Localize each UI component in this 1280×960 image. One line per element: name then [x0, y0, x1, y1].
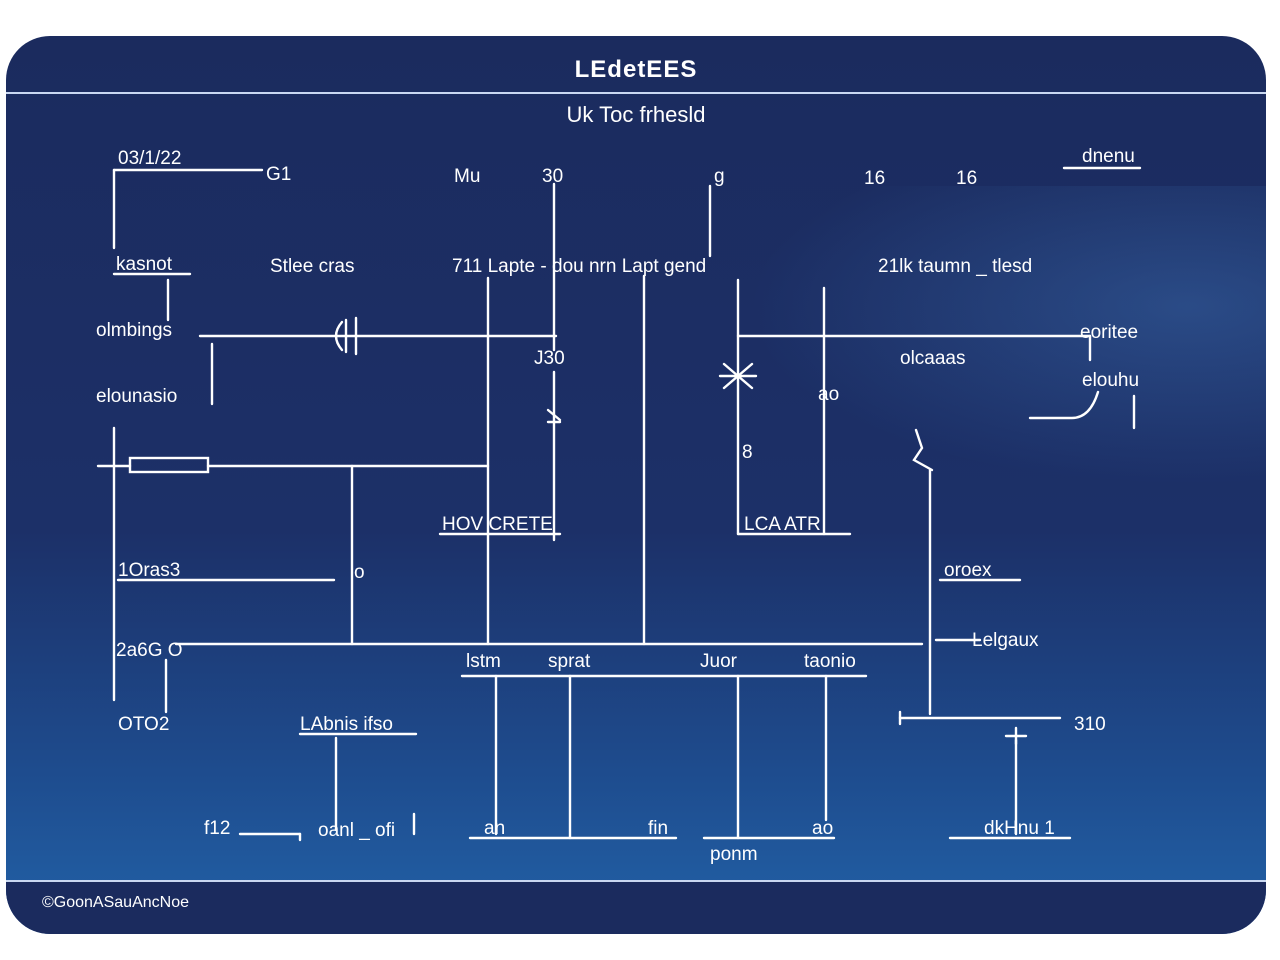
diagram-panel: LEdetEES Uk Toc frhesld ©GoonASauAncNoe: [6, 36, 1266, 934]
label-abnis: LAbnis ifso: [300, 714, 393, 735]
wire-group: [96, 166, 1142, 842]
label-dkhmu: dkHnu 1: [984, 818, 1055, 839]
label-f12: f12: [204, 818, 230, 839]
footer-divider: [6, 880, 1266, 882]
label-sprat: sprat: [548, 651, 591, 672]
label-lca: LCA ATR: [744, 514, 821, 535]
label-olcaaas: olcaaas: [900, 348, 966, 369]
label-eoritee: eoritee: [1080, 322, 1138, 343]
label-8: 8: [742, 442, 753, 463]
label-21lk: 21lk taumn _ tlesd: [878, 256, 1032, 277]
label-j30: J30: [534, 348, 565, 369]
label-elouhu: elouhu: [1082, 370, 1139, 391]
label-2a650: 2a6G O: [116, 640, 183, 661]
wire: [1028, 390, 1100, 420]
diode-symbol: [718, 362, 758, 390]
label-stlee: Stlee cras: [270, 256, 354, 277]
label-group: 03/1/22 G1 Mu 30 g 16 16 dnenu kasnot St…: [96, 146, 1139, 865]
footer-label: ©GoonASauAncNoe: [42, 894, 189, 911]
label-top-g1: G1: [266, 164, 291, 185]
label-lelgaux: Lelgaux: [972, 630, 1039, 651]
title-divider: [6, 92, 1266, 94]
label-ponm: ponm: [710, 844, 758, 865]
label-top-mu: Mu: [454, 166, 480, 187]
switch-symbol: [912, 428, 934, 472]
label-ao: ao: [818, 384, 839, 405]
label-lstm: lstm: [466, 651, 501, 672]
label-ao2: ao: [812, 818, 833, 839]
label-711: 711 Lapte - dou nrn Lapt gend: [452, 256, 706, 277]
label-top-30: 30: [542, 166, 563, 187]
label-top-right: dnenu: [1082, 146, 1135, 167]
label-elounaso: elounasio: [96, 386, 177, 407]
label-o: o: [354, 562, 365, 583]
label-hov: HOV CRETE: [442, 514, 553, 535]
ground-symbol: [1004, 726, 1028, 746]
label-top-left: 03/1/22: [118, 148, 181, 169]
label-fin: fin: [648, 818, 668, 839]
resistor-symbol: [128, 456, 210, 474]
junction-mark: [546, 408, 562, 422]
label-oroex: oroex: [944, 560, 992, 581]
label-juor: Juor: [700, 651, 738, 672]
label-oanl: oanl _ ofi: [318, 820, 395, 841]
footer-band: [6, 882, 1266, 934]
diagram-subtitle: Uk Toc frhesld: [566, 102, 706, 127]
label-top-g: g: [714, 166, 725, 187]
title-bar: LEdetEES: [6, 36, 1266, 94]
label-taonio: taonio: [804, 651, 856, 672]
label-10ras: 1Oras3: [118, 560, 180, 581]
label-an: an: [484, 818, 505, 839]
label-top-16b: 16: [956, 168, 977, 189]
label-top-16a: 16: [864, 168, 885, 189]
label-310: 310: [1074, 714, 1106, 735]
diagram-title: LEdetEES: [574, 56, 698, 83]
label-oto2: OTO2: [118, 714, 169, 735]
capacitor-symbol: [334, 316, 358, 356]
label-kasnot: kasnot: [116, 254, 173, 275]
label-olmbing: olmbings: [96, 320, 172, 341]
